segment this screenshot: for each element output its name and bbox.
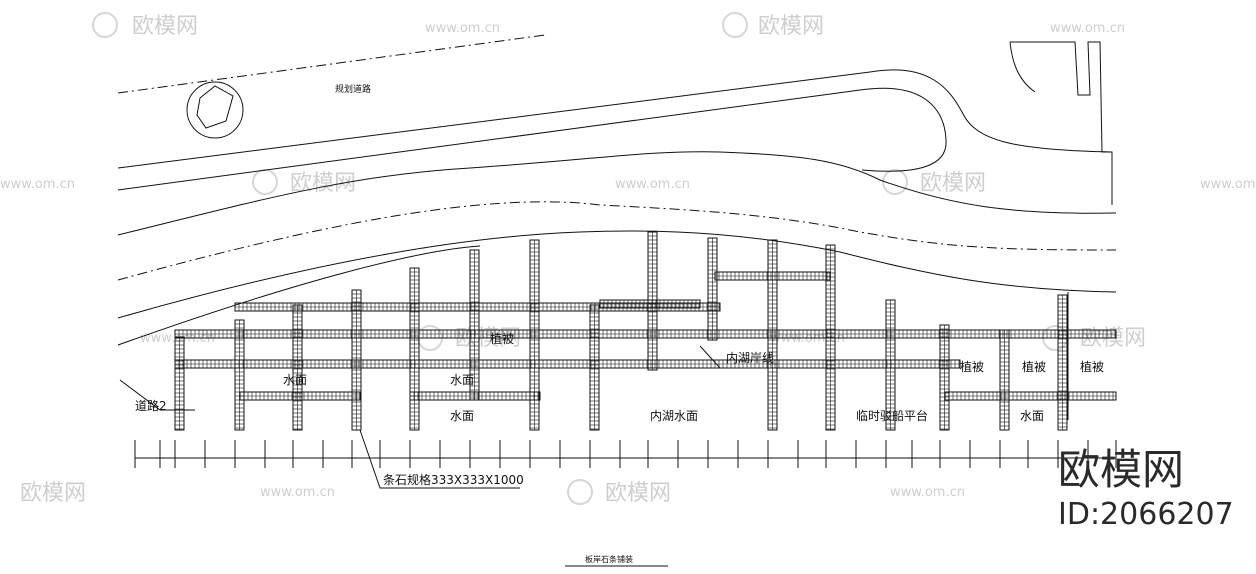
- watermark-site: www.om.cn: [890, 485, 965, 500]
- stone-band: [174, 329, 1117, 339]
- stone-band: [825, 244, 836, 431]
- road-lines: [117, 34, 1117, 420]
- watermark-site: www.om.cn: [1050, 21, 1125, 36]
- labels: 规划道路 道路2 植被 植被 植被 植被 水面 水面 水面 水面 内湖水面 内湖…: [135, 83, 1104, 567]
- watermark-site: www.om.cn: [615, 177, 690, 192]
- lake-water-label: 内湖水面: [650, 408, 698, 423]
- watermark-site: www.om.cn: [1200, 177, 1256, 192]
- stone-paving-grid: [174, 231, 1117, 431]
- planting-label: 植被: [1080, 359, 1104, 374]
- north-arrow-icon: [186, 81, 244, 139]
- stone-band: [409, 391, 541, 401]
- watermark-stamp: 欧模网 ID:2066207: [1058, 445, 1234, 532]
- stone-band: [469, 249, 480, 401]
- planting-label: 植被: [1022, 359, 1046, 374]
- stone-band: [529, 239, 540, 431]
- stone-band: [944, 391, 1117, 401]
- leader-lines: [119, 345, 765, 489]
- stone-spec-label: 条石规格333X333X1000: [383, 472, 524, 487]
- watermark-brand: 欧模网: [20, 481, 86, 506]
- road-edge-mid: [117, 151, 1117, 236]
- planting-label: 植被: [490, 331, 514, 346]
- watermark-layer: 欧模网 www.om.cn 欧模网 www.om.cn 欧模网 欧模网 www.…: [0, 12, 1256, 506]
- lake-centerline: [117, 201, 1117, 281]
- lake-shoreline-label: 内湖岸线: [726, 350, 774, 365]
- stone-band: [234, 302, 721, 312]
- water-label: 水面: [450, 373, 474, 387]
- stone-band: [409, 267, 420, 431]
- stone-band: [1057, 294, 1068, 431]
- watermark-brand-large: 欧模网: [1058, 445, 1184, 494]
- planting-label: 植被: [960, 359, 984, 374]
- dimension-line: [134, 440, 1117, 468]
- stone-band: [707, 237, 718, 341]
- watermark-brand: 欧模网: [605, 481, 671, 506]
- stone-band: [647, 231, 658, 371]
- watermark-brand: 欧模网: [758, 14, 824, 39]
- water-label: 水面: [1020, 409, 1044, 423]
- building-outline: [1010, 41, 1113, 205]
- stone-band: [174, 336, 185, 431]
- watermark-brand: 欧模网: [132, 14, 198, 39]
- road-centerline: [117, 34, 546, 94]
- road-edge-upper: [117, 69, 1113, 169]
- watermark-site: www.om.cn: [0, 177, 75, 192]
- watermark-site: www.om.cn: [260, 485, 335, 500]
- road-edge-inner: [117, 87, 947, 191]
- stone-band: [234, 319, 245, 431]
- stone-band: [351, 289, 362, 431]
- stone-band: [767, 239, 778, 431]
- stone-band: [589, 304, 600, 431]
- road-label: 规划道路: [335, 83, 371, 95]
- stone-band: [239, 391, 361, 401]
- stone-band: [292, 304, 303, 431]
- watermark-brand: 欧模网: [290, 171, 356, 196]
- water-label: 水面: [450, 409, 474, 423]
- shore-line: [117, 230, 1117, 319]
- building-curve: [1009, 41, 1036, 93]
- stone-band: [999, 329, 1010, 431]
- stone-band: [939, 324, 950, 431]
- drawing-caption: 板岸石条铺装: [585, 554, 633, 564]
- platform-label: 临时驳船平台: [856, 408, 928, 423]
- watermark-site: www.om.cn: [425, 21, 500, 36]
- watermark-id: ID:2066207: [1058, 497, 1234, 532]
- stone-band: [885, 299, 896, 431]
- watermark-brand: 欧模网: [920, 171, 986, 196]
- shore-line-lower: [117, 245, 481, 346]
- water-label: 水面: [283, 373, 307, 387]
- road2-label: 道路2: [135, 398, 167, 413]
